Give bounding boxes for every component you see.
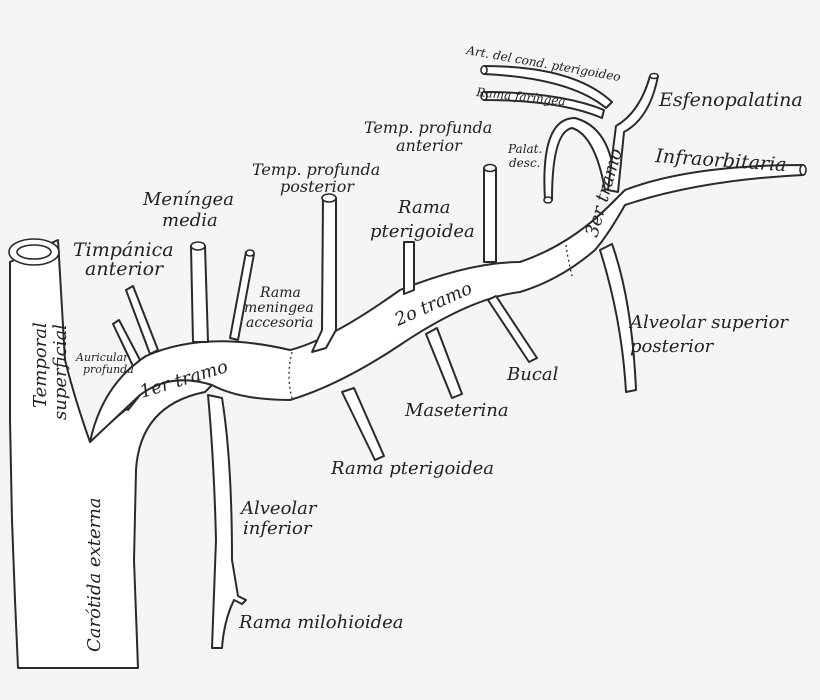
label-rama-pterigoidea-up-2: pterigoidea — [370, 221, 475, 242]
label-auricular-profunda-1: Auricular — [75, 351, 129, 364]
label-rama-milohioidea: Rama milohioidea — [238, 612, 404, 633]
label-palat-desc-2: desc. — [509, 156, 540, 170]
carotid-temporal-trunk — [9, 239, 213, 669]
alveolar-inferior-vessel — [207, 394, 247, 649]
label-rama-faringea: Rama faríngea — [475, 85, 567, 108]
label-auricular-profunda-2: profunda — [83, 363, 134, 376]
temporal-superficial-lumen — [16, 244, 52, 260]
rama-pterigoidea-up-vessel — [403, 241, 415, 295]
meningea-media-vessel — [190, 245, 209, 343]
label-meningea-media-2: media — [162, 210, 218, 231]
esfenopalatina-opening — [649, 72, 659, 80]
label-temp-prof-anterior-2: anterior — [396, 136, 463, 155]
segment-divider-2 — [565, 244, 573, 277]
label-alveolar-inferior-1: Alveolar — [239, 498, 318, 519]
label-temporal-superficial-1: Temporal — [30, 322, 51, 408]
label-temp-prof-posterior-1: Temp. profunda — [252, 160, 380, 179]
label-alveolar-sup-post-1: Alveolar superior — [628, 312, 789, 333]
label-tercer-tramo: 3er tramo — [582, 146, 627, 239]
label-temp-prof-anterior-1: Temp. profunda — [364, 118, 492, 137]
label-rama-pterigoidea-low: Rama pterigoidea — [330, 458, 494, 479]
label-rama-meningea-3: accesoria — [246, 315, 313, 331]
label-rama-pterigoidea-up-1: Rama — [397, 197, 451, 218]
label-maseterina: Maseterina — [404, 400, 509, 421]
label-timpanica-anterior-2: anterior — [85, 258, 165, 280]
bucal-vessel — [487, 295, 538, 363]
label-rama-meningea-1: Rama — [259, 285, 301, 301]
alveolar-superior-posterior-vessel — [599, 243, 637, 393]
meningea-media-opening — [190, 241, 206, 251]
temp-prof-anterior-vessel — [483, 167, 497, 263]
temp-prof-posterior-opening — [321, 193, 337, 203]
label-infraorbitaria: Infraorbitaria — [654, 145, 788, 176]
label-palat-desc-1: Palat. — [507, 142, 542, 156]
palatina-descendente-opening — [543, 196, 553, 204]
infraorbitaria-opening — [799, 164, 807, 176]
temp-prof-posterior-vessel — [311, 197, 337, 353]
art-cond-pterigoideo-opening — [480, 65, 488, 75]
timpanica-anterior-vessel — [125, 285, 159, 355]
label-meningea-media-1: Meníngea — [142, 189, 234, 210]
art-cond-pterigoideo-vessel — [483, 65, 613, 109]
label-alveolar-inferior-2: inferior — [243, 518, 313, 539]
label-timpanica-anterior-1: Timpánica — [73, 239, 174, 261]
temp-prof-anterior-opening — [483, 163, 497, 173]
rama-faringea-vessel — [483, 91, 605, 119]
maseterina-vessel — [425, 327, 463, 399]
label-esfenopalatina: Esfenopalatina — [658, 89, 803, 111]
auricular-profunda-vessel — [112, 319, 141, 367]
label-temporal-superficial-2: superficial — [50, 324, 71, 420]
label-alveolar-sup-post-2: posterior — [630, 336, 715, 357]
label-temp-prof-posterior-2: posterior — [280, 177, 355, 196]
rama-faringea-opening — [480, 91, 488, 101]
label-carotida-externa: Carótida externa — [84, 497, 105, 652]
rama-pterigoidea-low-vessel — [341, 387, 385, 461]
label-rama-meningea-2: meningea — [244, 300, 314, 316]
rama-meningea-opening — [245, 249, 255, 257]
label-bucal: Bucal — [506, 364, 559, 385]
